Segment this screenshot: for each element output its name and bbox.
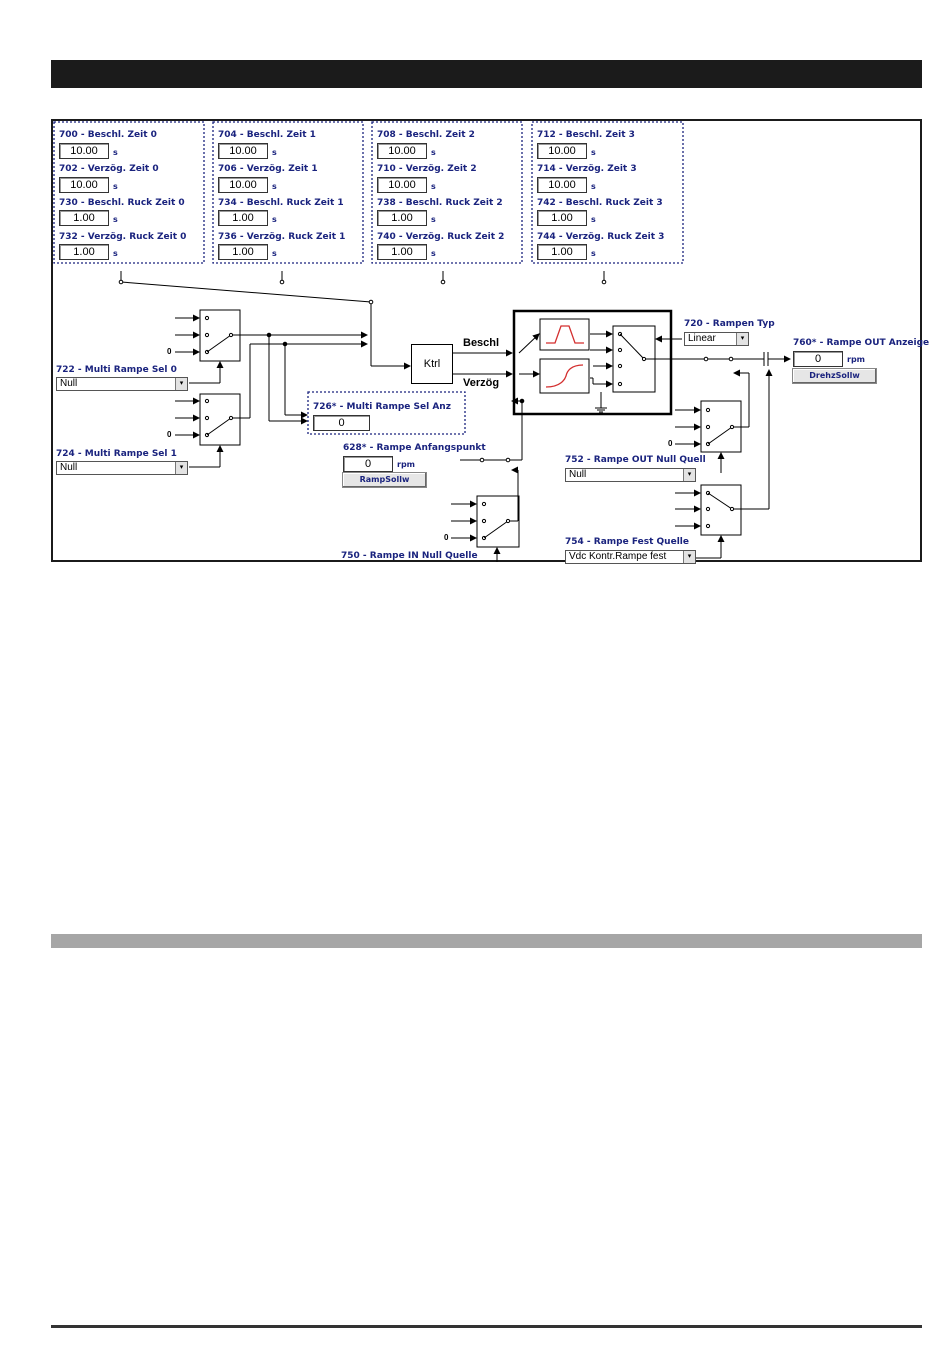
- dropdown-value: Null: [60, 378, 78, 389]
- param-unit: s: [431, 215, 436, 224]
- multi-sel-1-label: 724 - Multi Rampe Sel 1: [56, 449, 177, 459]
- param-label: 706 - Verzög. Zeit 1: [218, 164, 318, 174]
- group-box-1: [212, 121, 364, 264]
- dropdown-value: Vdc Kontr.Rampe fest: [569, 551, 667, 562]
- param-label: 714 - Verzög. Zeit 3: [537, 164, 637, 174]
- out-anzeige-label: 760* - Rampe OUT Anzeige: [793, 338, 930, 348]
- chevron-down-icon: ▾: [736, 333, 748, 345]
- param-value-field[interactable]: 10.00: [377, 177, 427, 193]
- param-label: 740 - Verzög. Ruck Zeit 2: [377, 232, 505, 242]
- param-value-field[interactable]: 10.00: [537, 143, 587, 159]
- param-value-field[interactable]: 10.00: [537, 177, 587, 193]
- section-divider-bar: [51, 934, 922, 948]
- param-label: 712 - Beschl. Zeit 3: [537, 130, 635, 140]
- zero-input-marker: 0: [668, 439, 673, 448]
- param-unit: s: [591, 249, 596, 258]
- signal-verzoeg-label: Verzög: [463, 377, 500, 389]
- param-label: 732 - Verzög. Ruck Zeit 0: [59, 232, 187, 242]
- dropdown-value: Null: [569, 469, 587, 480]
- chevron-down-icon: ▾: [683, 551, 695, 563]
- param-unit: s: [591, 215, 596, 224]
- signal-beschl-label: Beschl: [463, 337, 500, 349]
- param-unit: s: [272, 249, 277, 258]
- linear-ramp-icon: [539, 318, 590, 351]
- param-unit: s: [591, 182, 596, 191]
- param-unit: s: [591, 148, 596, 157]
- anfangspunkt-label: 628* - Rampe Anfangspunkt: [343, 443, 486, 453]
- param-value-field[interactable]: 1.00: [218, 210, 268, 226]
- fest-quelle-dropdown[interactable]: Vdc Kontr.Rampe fest ▾: [565, 550, 696, 564]
- multi-sel-0-label: 722 - Multi Rampe Sel 0: [56, 365, 177, 375]
- param-unit: s: [431, 148, 436, 157]
- param-label: 704 - Beschl. Zeit 1: [218, 130, 316, 140]
- out-anzeige-unit: rpm: [847, 355, 866, 364]
- param-value-field[interactable]: 10.00: [377, 143, 427, 159]
- param-value-field[interactable]: 1.00: [59, 210, 109, 226]
- param-label: 744 - Verzög. Ruck Zeit 3: [537, 232, 665, 242]
- dropdown-value: Null: [60, 462, 78, 473]
- param-unit: s: [272, 182, 277, 191]
- dropdown-value: Linear: [688, 333, 716, 344]
- param-label: 708 - Beschl. Zeit 2: [377, 130, 475, 140]
- zero-input-marker: 0: [167, 430, 172, 439]
- ramp-generator-block: [512, 309, 673, 416]
- multi-sel-1-dropdown[interactable]: Null ▾: [56, 461, 188, 475]
- out-null-quelle-label: 752 - Rampe OUT Null Quell: [565, 455, 706, 465]
- param-value-field[interactable]: 10.00: [59, 177, 109, 193]
- param-label: 702 - Verzög. Zeit 0: [59, 164, 159, 174]
- zero-input-marker: 0: [167, 347, 172, 356]
- ktrl-block: Ktrl: [411, 344, 453, 384]
- param-value-field[interactable]: 10.00: [218, 143, 268, 159]
- out-null-quelle-dropdown[interactable]: Null ▾: [565, 468, 696, 482]
- rampen-typ-dropdown[interactable]: Linear ▾: [684, 332, 749, 346]
- param-label: 738 - Beschl. Ruck Zeit 2: [377, 198, 503, 208]
- param-unit: s: [113, 215, 118, 224]
- param-unit: s: [431, 182, 436, 191]
- param-value-field[interactable]: 1.00: [218, 244, 268, 260]
- header-bar: [51, 60, 922, 88]
- multi-sel-anz-field[interactable]: 0: [313, 415, 370, 431]
- group-box-sel-anz: [307, 391, 466, 435]
- chevron-down-icon: ▾: [683, 469, 695, 481]
- rampen-typ-label: 720 - Rampen Typ: [684, 319, 775, 329]
- multi-sel-anz-label: 726* - Multi Rampe Sel Anz: [313, 402, 451, 412]
- chevron-down-icon: ▾: [175, 462, 187, 474]
- param-value-field[interactable]: 10.00: [218, 177, 268, 193]
- param-label: 742 - Beschl. Ruck Zeit 3: [537, 198, 663, 208]
- param-label: 700 - Beschl. Zeit 0: [59, 130, 157, 140]
- group-box-2: [371, 121, 523, 264]
- param-unit: s: [272, 148, 277, 157]
- s-curve-ramp-icon: [539, 358, 590, 394]
- param-unit: s: [113, 148, 118, 157]
- drehzsollw-button[interactable]: DrehzSollw: [792, 368, 877, 384]
- ramp-block-diagram: 700 - Beschl. Zeit 0 10.00 s 702 - Verzö…: [51, 119, 929, 564]
- param-unit: s: [272, 215, 277, 224]
- fest-quelle-label: 754 - Rampe Fest Quelle: [565, 537, 689, 547]
- param-unit: s: [431, 249, 436, 258]
- anfangspunkt-unit: rpm: [397, 460, 416, 469]
- group-box-0: [53, 121, 205, 264]
- param-label: 710 - Verzög. Zeit 2: [377, 164, 477, 174]
- in-null-quelle-label: 750 - Rampe IN Null Quelle: [341, 551, 478, 561]
- param-value-field[interactable]: 1.00: [537, 244, 587, 260]
- param-value-field[interactable]: 10.00: [59, 143, 109, 159]
- param-label: 736 - Verzög. Ruck Zeit 1: [218, 232, 346, 242]
- multi-sel-0-dropdown[interactable]: Null ▾: [56, 377, 188, 391]
- group-box-3: [531, 121, 684, 264]
- footer-rule: [51, 1325, 922, 1328]
- diagram-wiring: [53, 121, 791, 562]
- zero-input-marker: 0: [444, 533, 449, 542]
- param-value-field[interactable]: 1.00: [377, 244, 427, 260]
- param-value-field[interactable]: 1.00: [59, 244, 109, 260]
- param-label: 730 - Beschl. Ruck Zeit 0: [59, 198, 185, 208]
- param-unit: s: [113, 249, 118, 258]
- param-unit: s: [113, 182, 118, 191]
- out-anzeige-field[interactable]: 0: [793, 351, 843, 367]
- param-value-field[interactable]: 1.00: [537, 210, 587, 226]
- param-label: 734 - Beschl. Ruck Zeit 1: [218, 198, 344, 208]
- param-value-field[interactable]: 1.00: [377, 210, 427, 226]
- chevron-down-icon: ▾: [175, 378, 187, 390]
- anfangspunkt-field[interactable]: 0: [343, 456, 393, 472]
- rampsollw-button[interactable]: RampSollw: [342, 472, 427, 488]
